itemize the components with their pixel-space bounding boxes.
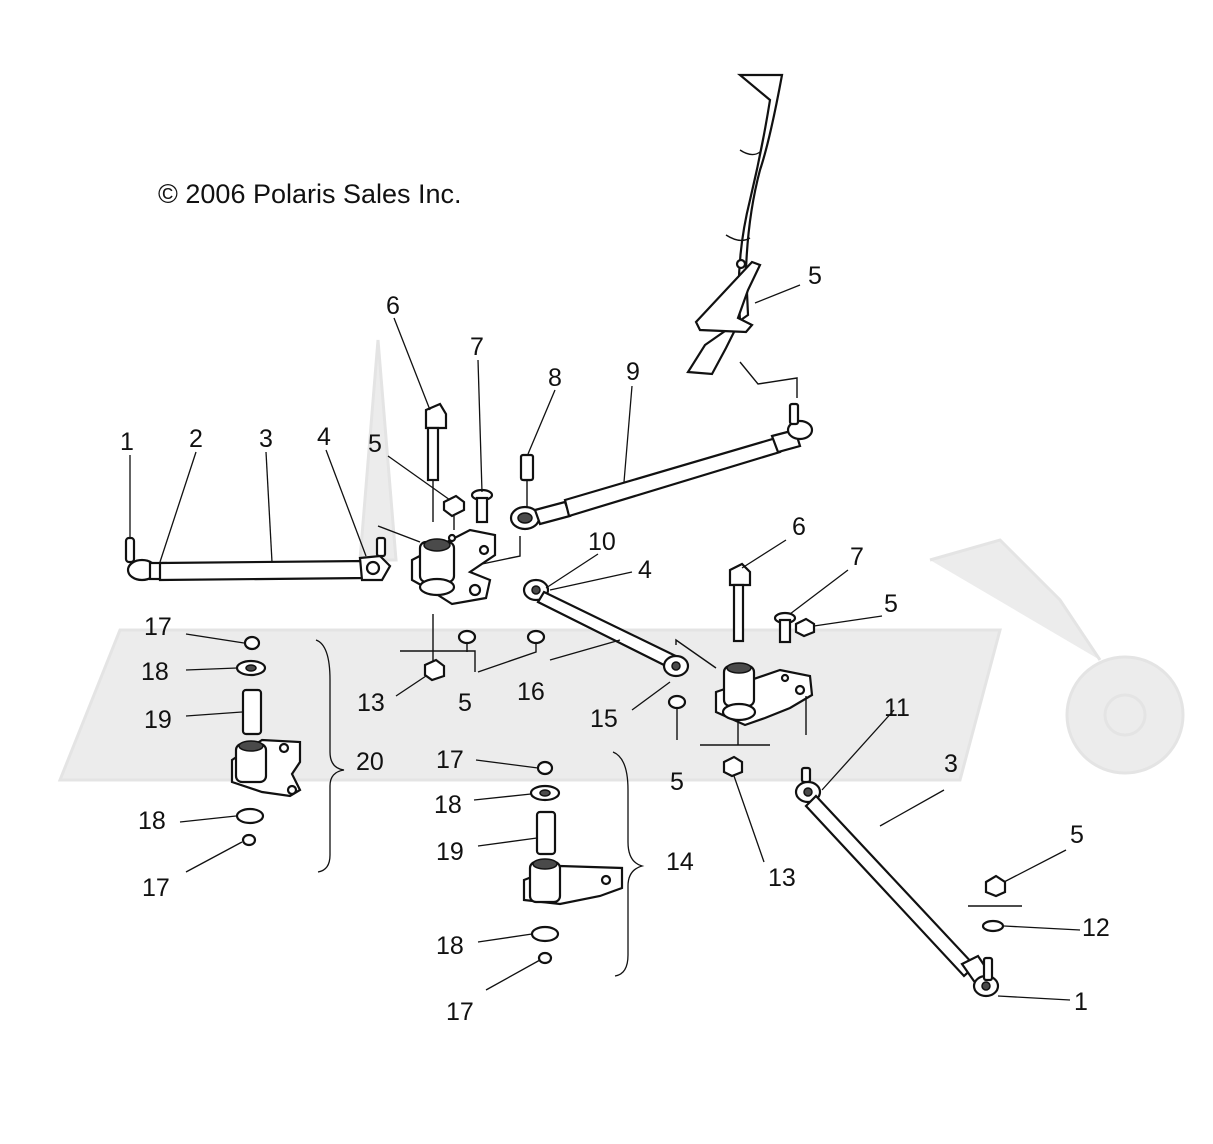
bracket-assembly-14	[522, 751, 645, 977]
callout-17: 17	[446, 998, 474, 1026]
callout-13: 13	[357, 689, 385, 717]
callout-17: 17	[436, 746, 464, 774]
leader-lines	[129, 284, 1081, 1001]
nut-5-right	[794, 617, 816, 638]
left-bellcrank-bracket	[377, 525, 521, 606]
right-tie-rod-assembly	[794, 766, 1000, 998]
callout-3: 3	[259, 425, 273, 453]
callout-18: 18	[436, 932, 464, 960]
callout-10: 10	[588, 528, 616, 556]
callout-7: 7	[470, 333, 484, 361]
right-bracket-hardware	[667, 694, 744, 778]
callout-5: 5	[884, 590, 898, 618]
callout-20: 20	[356, 748, 384, 776]
bracket-assembly-20	[230, 635, 345, 873]
callout-8: 8	[548, 364, 562, 392]
bolt-6-left	[424, 402, 448, 522]
callout-5: 5	[458, 689, 472, 717]
nut-5-left	[442, 494, 466, 530]
center-link-16	[522, 578, 717, 678]
steering-column-tube	[686, 73, 798, 398]
screw-7-right	[773, 611, 797, 644]
right-bellcrank-bracket	[700, 662, 814, 746]
callout-18: 18	[141, 658, 169, 686]
callout-4: 4	[638, 556, 652, 584]
watermark-logo	[57, 339, 1185, 782]
callout-12: 12	[1082, 914, 1110, 942]
left-tie-rod-assembly	[124, 536, 392, 582]
callout-18: 18	[434, 791, 462, 819]
left-bracket-hardware	[400, 614, 546, 682]
callout-5: 5	[670, 768, 684, 796]
callout-11: 11	[884, 694, 910, 722]
callout-2: 2	[189, 425, 203, 453]
bolt-8	[519, 453, 535, 482]
callout-5: 5	[1070, 821, 1084, 849]
callout-7: 7	[850, 543, 864, 571]
callout-6: 6	[386, 292, 400, 320]
callout-9: 9	[626, 358, 640, 386]
callout-3: 3	[944, 750, 958, 778]
callout-19: 19	[144, 706, 172, 734]
screw-7-left	[470, 488, 494, 524]
callout-16: 16	[517, 678, 545, 706]
copyright-text: © 2006 Polaris Sales Inc.	[158, 179, 462, 209]
callout-5: 5	[368, 430, 382, 458]
callout-17: 17	[142, 874, 170, 902]
callout-1: 1	[1074, 988, 1088, 1016]
drag-link-9	[509, 402, 814, 531]
callout-17: 17	[144, 613, 172, 641]
callout-13: 13	[768, 864, 796, 892]
callout-4: 4	[317, 423, 331, 451]
callout-labels: 1 2 3 4 5 6 7 8 9 5 10 4 6 7 5 11 3 5 12…	[120, 262, 1110, 1026]
callout-6: 6	[792, 513, 806, 541]
callout-1: 1	[120, 428, 134, 456]
callout-14: 14	[666, 848, 694, 876]
callout-5: 5	[808, 262, 822, 290]
callout-18: 18	[138, 807, 166, 835]
bolt-6-right	[728, 562, 752, 643]
callout-15: 15	[590, 705, 618, 733]
callout-19: 19	[436, 838, 464, 866]
nut-5-and-washer-12	[968, 874, 1022, 933]
